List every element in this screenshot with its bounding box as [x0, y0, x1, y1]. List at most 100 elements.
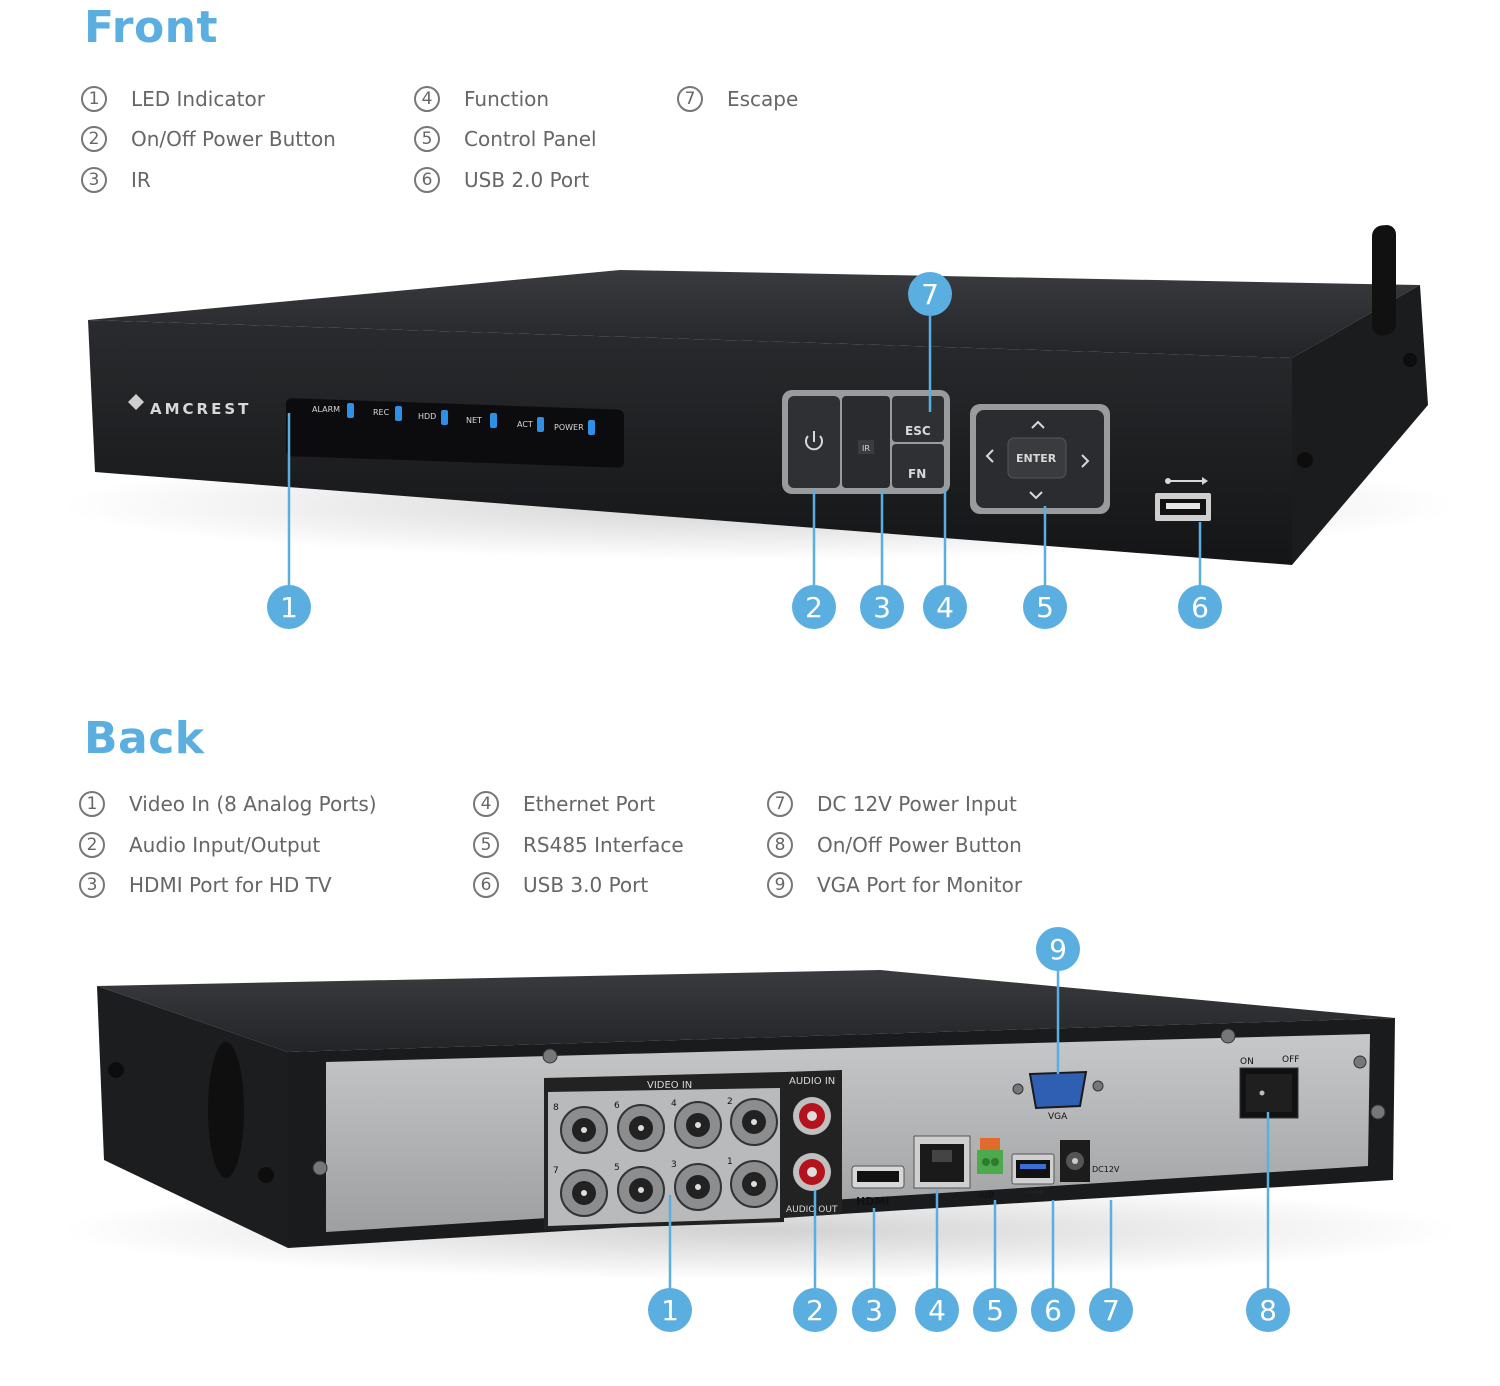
callout-badge — [860, 585, 904, 629]
bnc-connector[interactable] — [674, 1101, 722, 1149]
fn-label: FN — [908, 467, 926, 481]
back-callout-1: 1 — [648, 1288, 692, 1332]
back-callout-3: 3 — [852, 1288, 896, 1332]
legend-label: On/Off Power Button — [131, 127, 336, 151]
legend-label: Control Panel — [464, 127, 597, 151]
back-power-switch[interactable]: ON OFF — [1239, 1055, 1299, 1119]
bnc-number: 8 — [553, 1103, 559, 1113]
led-indicator-strip — [286, 398, 624, 468]
led-light — [537, 417, 544, 432]
led-light — [588, 420, 595, 435]
down-arrow-icon[interactable] — [1029, 491, 1043, 500]
front-legend-item: 4 Function — [414, 83, 549, 115]
front-callout-6: 6 — [1178, 585, 1222, 629]
legend-label: RS485 Interface — [523, 833, 684, 857]
enter-label: ENTER — [1016, 452, 1057, 465]
legend-label: DC 12V Power Input — [817, 792, 1017, 816]
callout-badge — [1031, 1288, 1075, 1332]
back-legend-item: 8 On/Off Power Button — [767, 829, 1022, 861]
legend-label: Audio Input/Output — [129, 833, 321, 857]
callout-number: 8 — [1259, 1294, 1277, 1327]
callout-badge — [908, 272, 952, 316]
bnc-connector[interactable] — [617, 1166, 665, 1214]
front-side-vent — [1372, 225, 1396, 336]
legend-label: Video In (8 Analog Ports) — [129, 792, 377, 816]
usb-icon — [1026, 1189, 1044, 1195]
led-light — [347, 403, 354, 418]
left-arrow-icon[interactable] — [985, 449, 994, 463]
bnc-connector[interactable] — [674, 1163, 722, 1211]
hdmi-port[interactable]: HDMI — [851, 1165, 905, 1208]
front-control-panel: ENTER — [970, 404, 1110, 514]
back-usb-port[interactable] — [1011, 1153, 1055, 1195]
audio-in-jack[interactable] — [793, 1097, 831, 1135]
led-light — [395, 406, 402, 421]
front-legend-item: 6 USB 2.0 Port — [414, 164, 589, 196]
dc-power-input[interactable]: DC12V — [1060, 1140, 1120, 1182]
front-callout-4: 4 — [923, 585, 967, 629]
usb-port-tongue — [1166, 503, 1200, 509]
legend-label: On/Off Power Button — [817, 833, 1022, 857]
front-legend-item: 3 IR — [81, 164, 151, 196]
audio-out-jack[interactable] — [793, 1153, 831, 1191]
back-legend-item: 4 Ethernet Port — [473, 788, 655, 820]
ir-sensor — [858, 440, 874, 454]
brand-logo-text: AMCREST — [150, 400, 251, 418]
legend-number: 5 — [473, 832, 499, 858]
bnc-connector[interactable] — [617, 1104, 665, 1152]
led-label: HDD — [418, 412, 436, 421]
video-in-block: VIDEO IN 8 6 4 2 7 5 3 1 — [544, 1072, 784, 1230]
bnc-number: 5 — [614, 1163, 620, 1173]
legend-number: 1 — [81, 86, 107, 112]
audio-out-label: AUDIO OUT — [786, 1205, 838, 1215]
back-device: VIDEO IN 8 6 4 2 7 5 3 1 AUDIO IN AUDIO … — [60, 970, 1460, 1280]
legend-number: 6 — [473, 872, 499, 898]
back-legend-item: 5 RS485 Interface — [473, 829, 684, 861]
bnc-number: 2 — [727, 1097, 733, 1107]
legend-label: USB 2.0 Port — [464, 168, 590, 192]
dc-label: DC12V — [1092, 1165, 1120, 1174]
ethernet-port[interactable] — [913, 1135, 971, 1189]
bnc-connector[interactable] — [560, 1106, 608, 1154]
back-top-surface — [97, 970, 1395, 1052]
bnc-number: 3 — [671, 1160, 677, 1170]
callout-number: 7 — [921, 278, 939, 311]
legend-label: Escape — [727, 87, 799, 111]
right-arrow-icon[interactable] — [1081, 454, 1090, 468]
back-callout-7: 7 — [1089, 1288, 1133, 1332]
callout-number: 1 — [280, 591, 298, 624]
bnc-number: 4 — [671, 1099, 677, 1109]
callout-number: 1 — [661, 1294, 679, 1327]
ir-label: IR — [862, 444, 870, 453]
legend-number: 2 — [79, 832, 105, 858]
bnc-number: 6 — [614, 1101, 620, 1111]
back-callout-4: 4 — [915, 1288, 959, 1332]
legend-label: USB 3.0 Port — [523, 873, 649, 897]
legend-number: 3 — [79, 872, 105, 898]
callout-badge — [793, 1288, 837, 1332]
audio-panel — [784, 1070, 842, 1218]
back-legend-item: 1 Video In (8 Analog Ports) — [79, 788, 377, 820]
enter-button[interactable] — [1007, 437, 1067, 479]
front-callout-5: 5 — [1023, 585, 1067, 629]
front-callout-2: 2 — [792, 585, 836, 629]
callout-number: 4 — [936, 591, 954, 624]
callout-number: 7 — [1102, 1294, 1120, 1327]
callout-number: 2 — [806, 1294, 824, 1327]
up-arrow-icon[interactable] — [1031, 420, 1045, 429]
front-legend-item: 2 On/Off Power Button — [81, 123, 336, 155]
hdmi-label: HDMI — [856, 1195, 889, 1208]
front-legend-item: 1 LED Indicator — [81, 83, 265, 115]
panel-screw — [1370, 1104, 1386, 1120]
bnc-connector[interactable] — [730, 1160, 778, 1208]
bnc-connector[interactable] — [730, 1098, 778, 1146]
vga-port[interactable]: VGA — [1012, 1070, 1104, 1122]
callout-badge — [1246, 1288, 1290, 1332]
front-legend-item: 7 Escape — [677, 83, 798, 115]
front-side-screw — [1403, 353, 1417, 367]
switch-off-label: OFF — [1282, 1055, 1299, 1065]
rs485-interface[interactable]: A/B — [977, 1138, 1003, 1201]
bnc-connector[interactable] — [560, 1169, 608, 1217]
callout-badge — [973, 1288, 1017, 1332]
fn-button[interactable] — [892, 444, 944, 488]
